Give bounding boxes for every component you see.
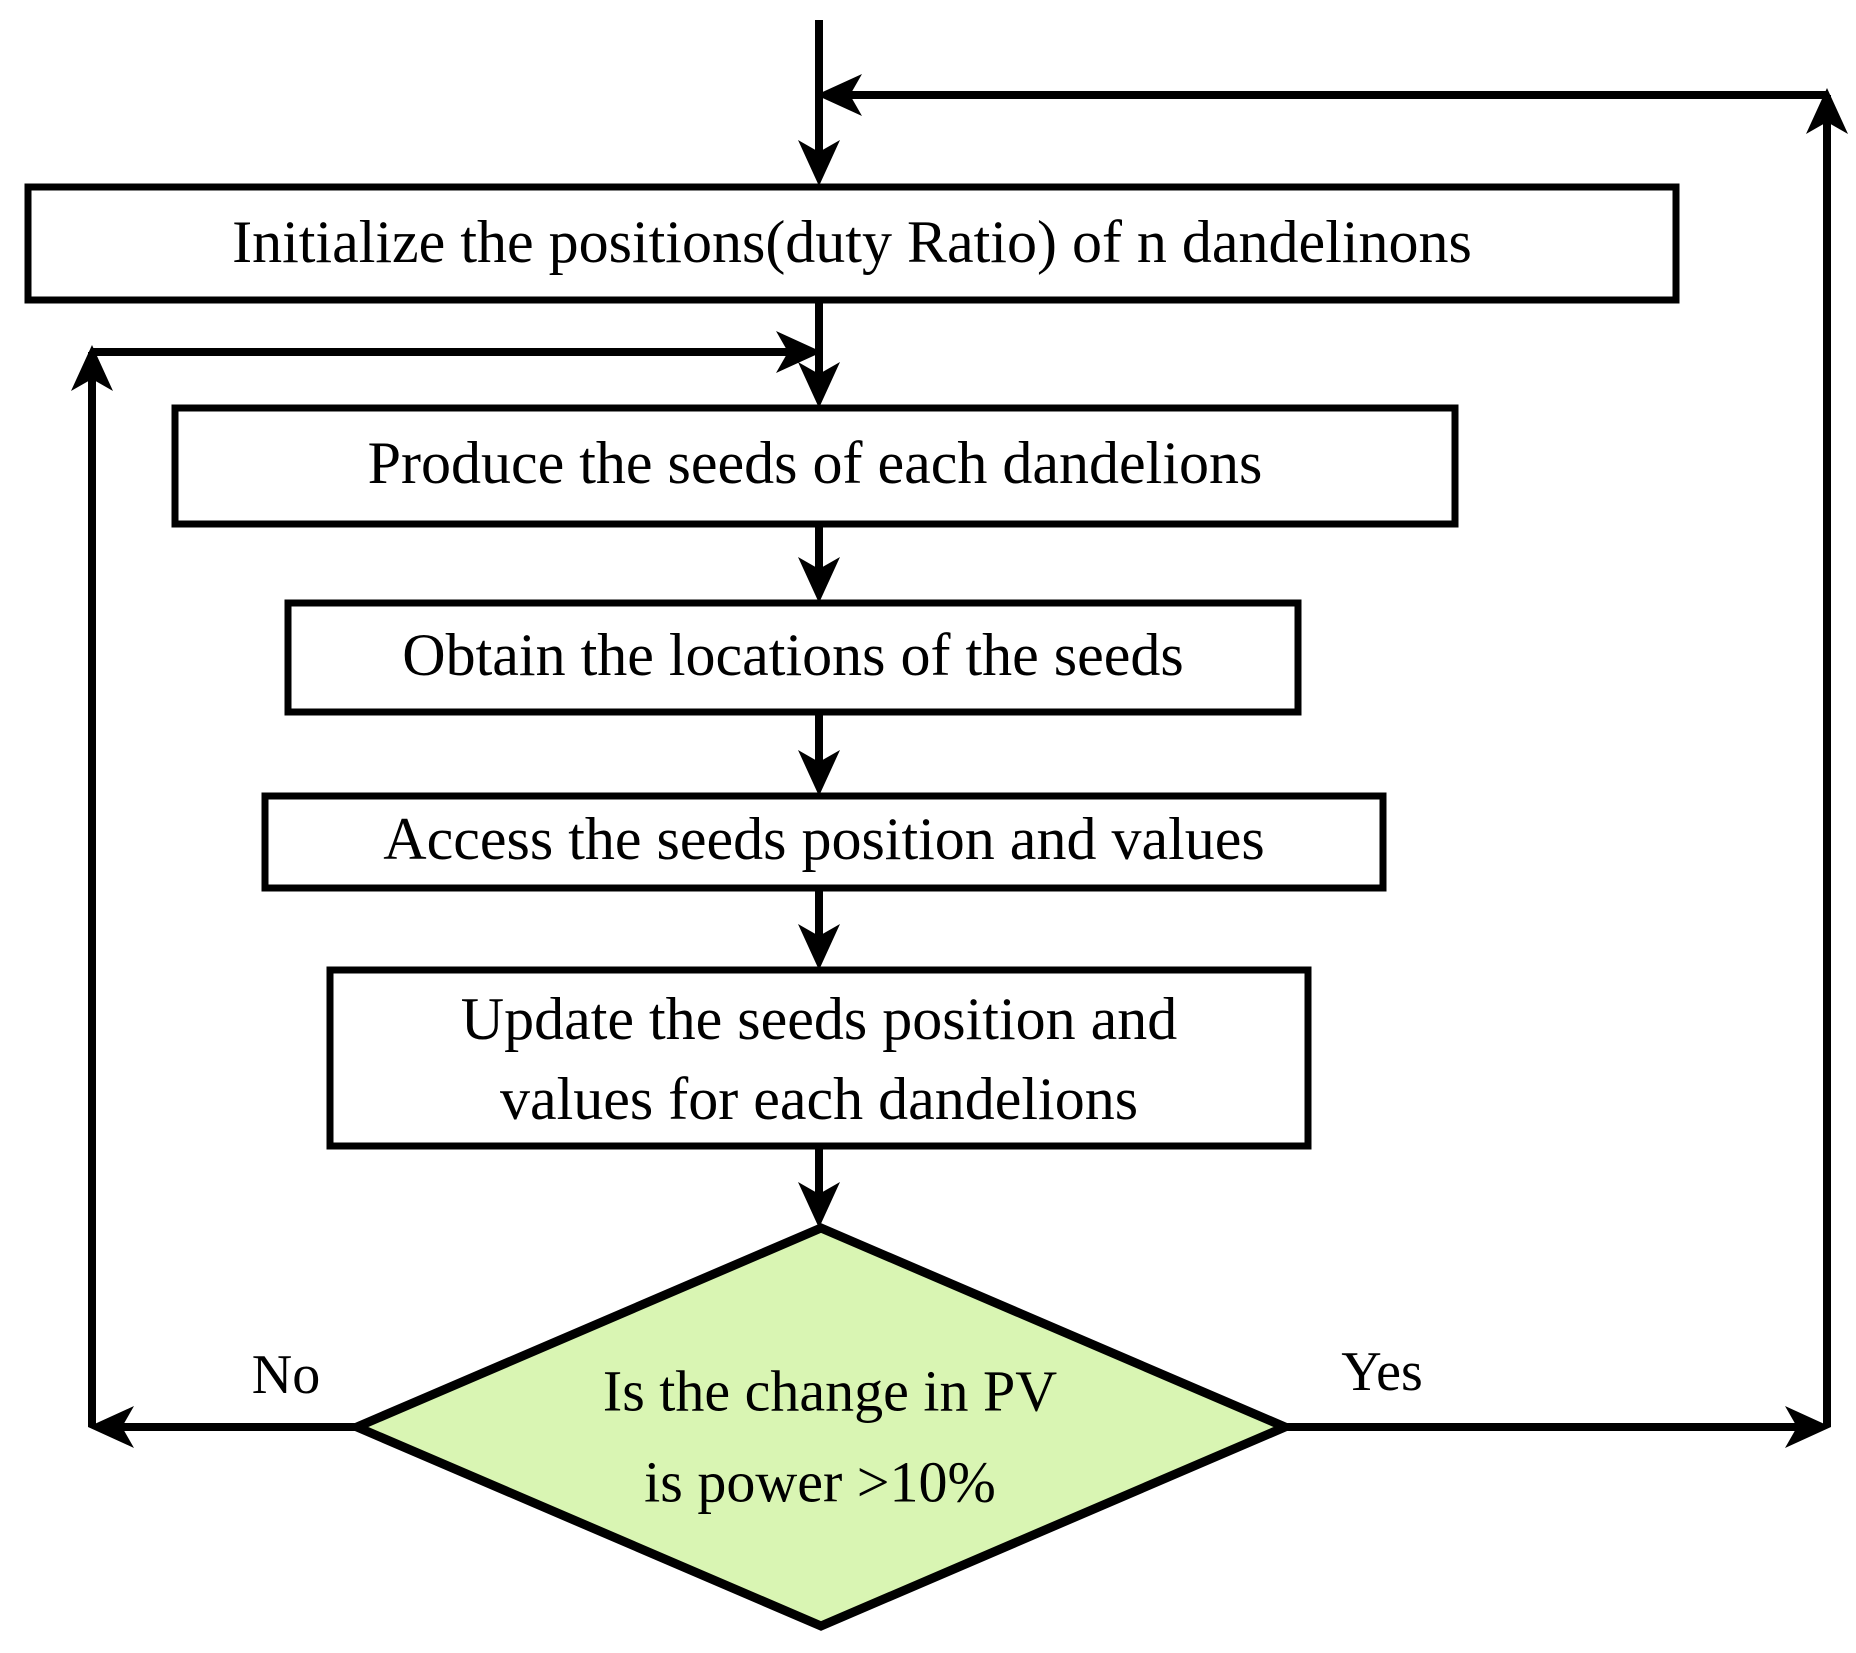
node-access-seeds-box[interactable] <box>261 792 1387 892</box>
edge-produce-to-obtain <box>798 524 840 603</box>
node-access-seeds-label: Access the seeds position and values <box>383 806 1264 872</box>
arrow-head-left-icon <box>816 74 862 116</box>
arrow-head-left-icon <box>88 1406 134 1448</box>
node-decision-pv-label-line2: is power >10% <box>644 1449 996 1514</box>
arrow-head-down-icon <box>798 750 840 796</box>
arrow-head-down-icon <box>798 362 840 408</box>
edge-label-yes: Yes <box>1341 1341 1422 1403</box>
arrow-head-down-icon <box>798 924 840 970</box>
edge-initialize-to-produce <box>798 300 840 408</box>
edge-decision-no <box>88 1406 357 1448</box>
node-update-seeds-label-line2: values for each dandelions <box>500 1066 1138 1132</box>
node-obtain-locations[interactable]: Obtain the locations of the seeds <box>284 599 1302 716</box>
edge-label-no: No <box>252 1344 320 1406</box>
edge-no-feedback-loop <box>71 331 822 1427</box>
node-decision-pv[interactable]: Is the change in PV is power >10% <box>345 1223 1297 1631</box>
arrow-head-up-icon <box>1806 88 1848 134</box>
node-initialize[interactable]: Initialize the positions(duty Ratio) of … <box>24 183 1680 304</box>
arrow-head-down-icon <box>798 140 840 186</box>
arrow-head-up-icon <box>71 345 113 391</box>
node-obtain-locations-label: Obtain the locations of the seeds <box>402 622 1183 688</box>
node-obtain-locations-box[interactable] <box>284 599 1302 716</box>
edge-yes-return-loop <box>816 74 1848 1427</box>
edge-update-to-decision <box>798 1146 840 1228</box>
edge-access-to-update <box>798 888 840 970</box>
node-produce-seeds[interactable]: Produce the seeds of each dandelions <box>171 404 1459 528</box>
node-decision-pv-label-line1: Is the change in PV <box>603 1358 1057 1423</box>
node-produce-seeds-label: Produce the seeds of each dandelions <box>368 430 1263 496</box>
arrow-head-right-icon <box>1785 1406 1831 1448</box>
edge-obtain-to-access <box>798 712 840 796</box>
edge-decision-yes <box>1285 1406 1831 1448</box>
arrow-head-right-icon <box>776 331 822 373</box>
node-initialize-label: Initialize the positions(duty Ratio) of … <box>232 209 1472 275</box>
node-update-seeds-box[interactable] <box>326 966 1312 1150</box>
arrow-head-down-icon <box>798 1182 840 1228</box>
node-decision-pv-diamond[interactable] <box>345 1223 1297 1631</box>
node-access-seeds[interactable]: Access the seeds position and values <box>261 792 1387 892</box>
arrow-head-down-icon <box>798 557 840 603</box>
node-produce-seeds-box[interactable] <box>171 404 1459 528</box>
node-update-seeds-label-line1: Update the seeds position and <box>461 986 1178 1052</box>
node-update-seeds[interactable]: Update the seeds position and values for… <box>326 966 1312 1150</box>
node-initialize-box[interactable] <box>24 183 1680 304</box>
